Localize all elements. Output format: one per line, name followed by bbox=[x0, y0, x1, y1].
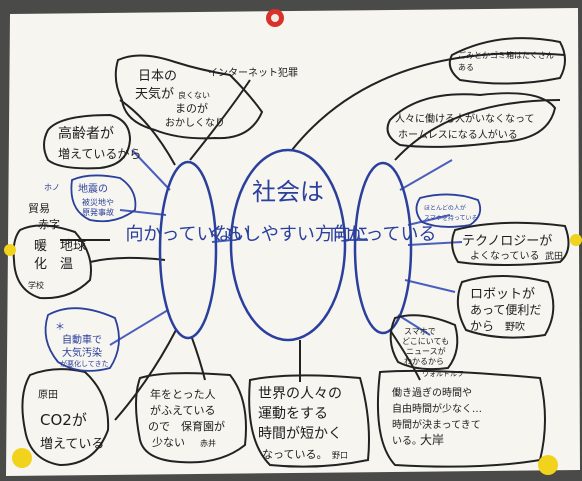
yellow-pin-icon-edge bbox=[4, 244, 16, 256]
smartphone-text-2: どこにいても bbox=[402, 337, 449, 346]
robot-text-3: から bbox=[470, 319, 494, 333]
blue-connectors bbox=[109, 149, 463, 346]
trade-text-1: 貿易 bbox=[28, 202, 50, 215]
blue-note-1: ホノ bbox=[44, 183, 60, 192]
paper-sheet bbox=[6, 8, 580, 476]
exercise-text-3: 時間が短かく bbox=[258, 426, 342, 442]
co2-label: 原田 bbox=[38, 389, 58, 401]
smartphone-text-3: ニュースが bbox=[406, 346, 446, 356]
aging-tag: 赤井 bbox=[200, 438, 216, 448]
homeless-cloud bbox=[386, 92, 557, 148]
blue-note-3: 被災地や bbox=[82, 197, 114, 207]
warming-note: 学校 bbox=[28, 280, 44, 290]
right-ellipse bbox=[353, 161, 413, 335]
technology-text-2: よくなっている bbox=[470, 250, 540, 262]
blue-outlines bbox=[44, 174, 482, 372]
warming-text-2: 温 bbox=[60, 257, 73, 272]
smartphone-text-4: わかるから bbox=[404, 357, 444, 366]
warming-text-3: 暖 bbox=[34, 239, 47, 254]
technology-tag: 武田 bbox=[545, 250, 563, 262]
worktime-text-2: 自由時間が少なく… bbox=[392, 402, 482, 415]
technology-cloud bbox=[451, 221, 570, 266]
center-title-line2: くらしやすい方向に bbox=[207, 224, 369, 245]
aging-text-3: ので 保育園が bbox=[148, 419, 225, 433]
smartphone-cloud bbox=[389, 314, 459, 371]
warming-cloud bbox=[12, 224, 92, 300]
weather-cloud bbox=[114, 54, 264, 140]
right-title: 向かっている bbox=[329, 224, 436, 245]
cars-text-2: 大気汚染 bbox=[62, 346, 102, 359]
center-ellipse bbox=[229, 148, 347, 342]
elderly-text-2: 増えているから bbox=[58, 147, 141, 161]
exercise-text-2: 運動をする bbox=[258, 406, 328, 422]
robot-tag: 野吹 bbox=[505, 320, 525, 333]
blue-note-2: 地震の bbox=[78, 182, 108, 195]
weather-text-1: 日本の bbox=[138, 69, 177, 84]
robot-text-2: あって便利だ bbox=[470, 303, 541, 317]
worktime-text-1: 働き過ぎの時間や bbox=[392, 386, 472, 399]
worktime-text-3: 時間が決まってきて bbox=[392, 418, 481, 431]
smartphone-text-1: スマホで bbox=[404, 327, 436, 336]
red-pin-center-icon bbox=[271, 14, 279, 22]
aging-text-1: 年をとった人 bbox=[150, 387, 216, 401]
yellow-pin-icon-right-edge bbox=[570, 234, 582, 246]
weather-text-5: おかしくなり bbox=[165, 117, 225, 129]
left-title: 向かっていない bbox=[125, 224, 250, 245]
worktime-text-4: いる。 bbox=[392, 435, 422, 447]
tech-note-1: ほとんどの人が bbox=[424, 204, 466, 212]
garbage-text-1: ごみとかゴミ箱はたくさん bbox=[458, 50, 554, 60]
warming-text-1: 地球 bbox=[60, 239, 86, 254]
aging-text-2: がふえている bbox=[150, 403, 215, 417]
cars-mark: ＊ bbox=[55, 322, 65, 333]
yellow-pin-icon-left bbox=[12, 448, 32, 468]
garbage-cloud bbox=[448, 37, 566, 85]
co2-text-1: CO2が bbox=[40, 411, 87, 429]
cars-text-3: が悪化してきた bbox=[60, 359, 109, 368]
elderly-cloud bbox=[43, 113, 132, 170]
exercise-text-1: 世界の人々の bbox=[258, 386, 342, 402]
trade-text-2: 赤字 bbox=[38, 217, 60, 231]
aging-text-4: 少ない bbox=[152, 436, 185, 449]
center-title-line1: 社会は bbox=[252, 178, 324, 206]
co2-cloud bbox=[21, 368, 110, 467]
worktime-tag: 大岸 bbox=[420, 433, 444, 447]
homeless-text-2: ホームレスになる人がいる bbox=[398, 128, 518, 141]
tech-note-2: スマホを持っている bbox=[424, 214, 478, 222]
homeless-text-1: 人々に働ける人がいなくなって bbox=[395, 112, 535, 125]
exercise-text-4: なっている。 bbox=[262, 448, 327, 461]
yellow-pin-icon-right bbox=[538, 455, 558, 475]
garbage-text-2: ある bbox=[458, 63, 474, 72]
warming-text-4: 化 bbox=[34, 257, 47, 272]
weather-text-4: まのが bbox=[175, 101, 208, 115]
technology-text-1: テクノロジーが bbox=[462, 234, 552, 249]
internet-crime-text: インターネット犯罪 bbox=[208, 67, 298, 79]
cars-text-1: 自動車で bbox=[62, 333, 102, 346]
exercise-tag: 野口 bbox=[332, 451, 348, 460]
smartphone-tag: ウォルドルフ bbox=[422, 370, 464, 378]
co2-text-2: 増えている bbox=[40, 437, 104, 452]
left-ellipse bbox=[158, 160, 218, 340]
aging-box bbox=[135, 372, 247, 464]
weather-text-3: 良くない bbox=[178, 90, 210, 100]
robot-text-1: ロボットが bbox=[470, 287, 535, 302]
robot-cloud bbox=[456, 275, 555, 339]
weather-text-2: 天気が bbox=[135, 86, 174, 102]
exercise-box bbox=[248, 374, 370, 468]
elderly-text-1: 高齢者が bbox=[58, 125, 114, 142]
blue-note-4: 原発事故 bbox=[82, 207, 114, 217]
